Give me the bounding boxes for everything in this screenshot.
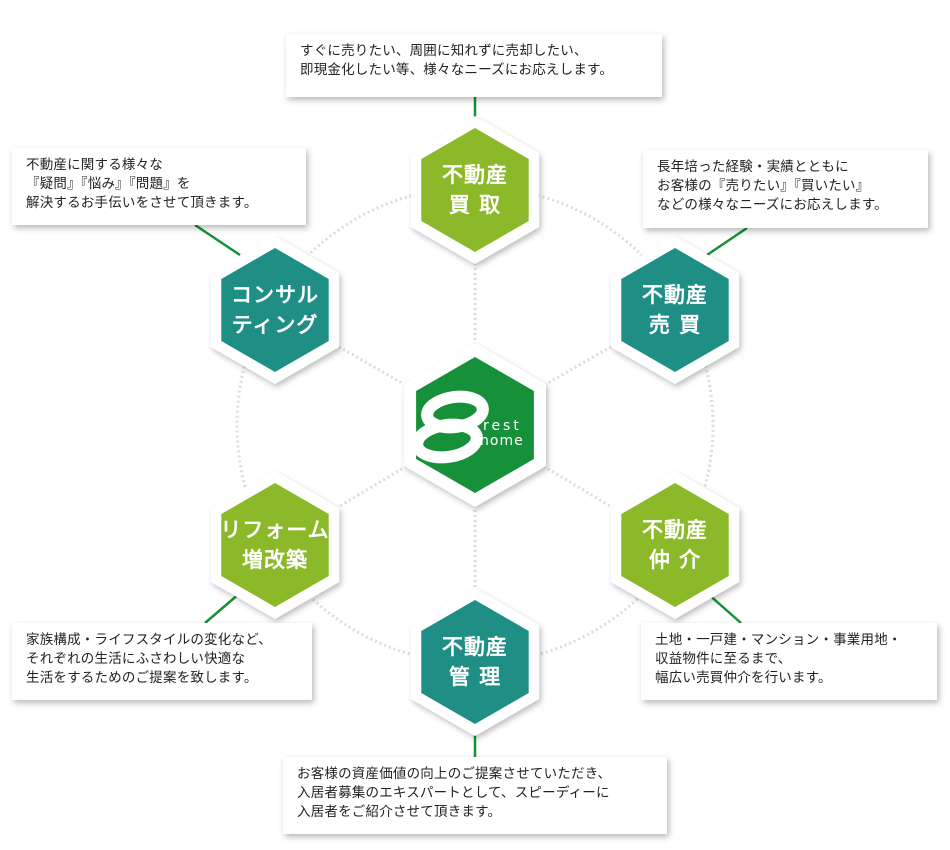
hex-layer	[210, 116, 740, 736]
callout-connector	[706, 226, 748, 257]
callout-chukai: 土地・一戸建・マンション・事業用地・ 収益物件に至るまで、 幅広い売買仲介を行い…	[641, 623, 937, 700]
logo-hexagon: rest home	[404, 343, 546, 507]
hex-fill	[621, 483, 729, 607]
service-hexagon-baibai	[610, 236, 740, 384]
callout-connector	[194, 223, 241, 257]
callout-line: 即現金化したい等、様々なニーズにお応えします。	[300, 62, 614, 78]
callout-line: 解決するお手伝いをさせて頂きます。	[26, 195, 258, 211]
hex-fill	[421, 128, 529, 252]
callout-kaitori: すぐに売りたい、周囲に知れずに売却したい、 即現金化したい等、様々なニーズにお応…	[286, 34, 662, 97]
hex-label-line: 不動産	[642, 518, 708, 542]
hex-label-line: 仲 介	[648, 548, 702, 572]
callout-line: それぞれの生活にふさわしい快適な	[26, 651, 246, 667]
service-hexagon-kanri	[410, 588, 540, 736]
hex-label-line: 不動産	[442, 163, 508, 187]
callout-line: すぐに売りたい、周囲に知れずに売却したい、	[300, 43, 588, 59]
callout-line: 『疑問』『悩み』『問題』を	[26, 176, 191, 192]
callout-line: などの様々なニーズにお応えします。	[657, 197, 888, 213]
hex-fill	[621, 248, 729, 372]
callout-baibai: 長年培った経験・実績とともに お客様の『売りたい』『買いたい』 などの様々なニー…	[643, 150, 928, 228]
callout-line: 土地・一戸建・マンション・事業用地・	[655, 632, 902, 648]
callout-reform: 家族構成・ライフスタイルの変化など、 それぞれの生活にふさわしい快適な 生活をす…	[12, 623, 312, 700]
callout-line: お客様の『売りたい』『買いたい』	[657, 178, 870, 194]
hex-label-line: 不動産	[642, 283, 708, 307]
hex-fill	[221, 248, 329, 372]
ring-spoke	[274, 308, 476, 427]
hex-label-line: コンサル	[231, 283, 319, 307]
hex-label-consulting: コンサル ティング	[200, 280, 350, 340]
hex-label-chukai: 不動産 仲 介	[600, 515, 750, 575]
service-hexagon-kaitori	[410, 116, 540, 264]
ring-spoke	[474, 308, 676, 427]
hex-fill	[421, 600, 529, 724]
hex-label-kanri: 不動産 管 理	[400, 632, 550, 692]
hex-label-reform: リフォーム 増改築	[200, 515, 350, 575]
hex-label-line: ティング	[231, 313, 319, 337]
callout-line: 入居者募集のエキスパートとして、スピーディーに	[297, 785, 610, 801]
hex-fill	[221, 483, 329, 607]
ring-spoke	[274, 423, 476, 547]
callout-line: 幅広い売買仲介を行います。	[655, 670, 832, 686]
service-hexagon-chukai	[610, 471, 740, 619]
callout-connector	[204, 592, 241, 624]
hex-label-line: 管 理	[448, 665, 502, 689]
crest-home-logo: rest home	[411, 390, 524, 464]
callout-line: 長年培った経験・実績とともに	[657, 159, 849, 175]
hex-label-line: リフォーム	[220, 518, 330, 542]
hex-label-line: 増改築	[242, 548, 308, 572]
service-hexagon-reform	[210, 471, 340, 619]
logo-swoosh-bottom	[411, 418, 483, 464]
service-hexagon-consulting	[210, 236, 340, 384]
ring-spoke	[474, 423, 676, 547]
callout-line: 家族構成・ライフスタイルの変化など、	[26, 632, 272, 648]
callout-kanri: お客様の資産価値の向上のご提案させていただき、 入居者募集のエキスパートとして、…	[283, 757, 667, 834]
callout-line: 生活をするためのご提案を致します。	[26, 670, 258, 686]
callout-line: 収益物件に至るまで、	[655, 651, 792, 667]
callout-line: お客様の資産価値の向上のご提案させていただき、	[297, 766, 612, 782]
callout-line: 不動産に関する様々な	[26, 157, 163, 173]
logo-word-bottom: home	[480, 433, 524, 449]
hex-label-line: 買 取	[448, 193, 502, 217]
logo-word-top: rest	[483, 418, 522, 434]
hex-label-line: 不動産	[442, 635, 508, 659]
callout-connector	[706, 592, 742, 624]
hex-label-baibai: 不動産 売 買	[600, 280, 750, 340]
callout-line: 入居者をご紹介させて頂きます。	[297, 804, 502, 820]
hex-label-line: 売 買	[648, 313, 702, 337]
callout-consulting: 不動産に関する様々な 『疑問』『悩み』『問題』を 解決するお手伝いをさせて頂きま…	[12, 148, 306, 225]
hex-label-kaitori: 不動産 買 取	[400, 160, 550, 220]
